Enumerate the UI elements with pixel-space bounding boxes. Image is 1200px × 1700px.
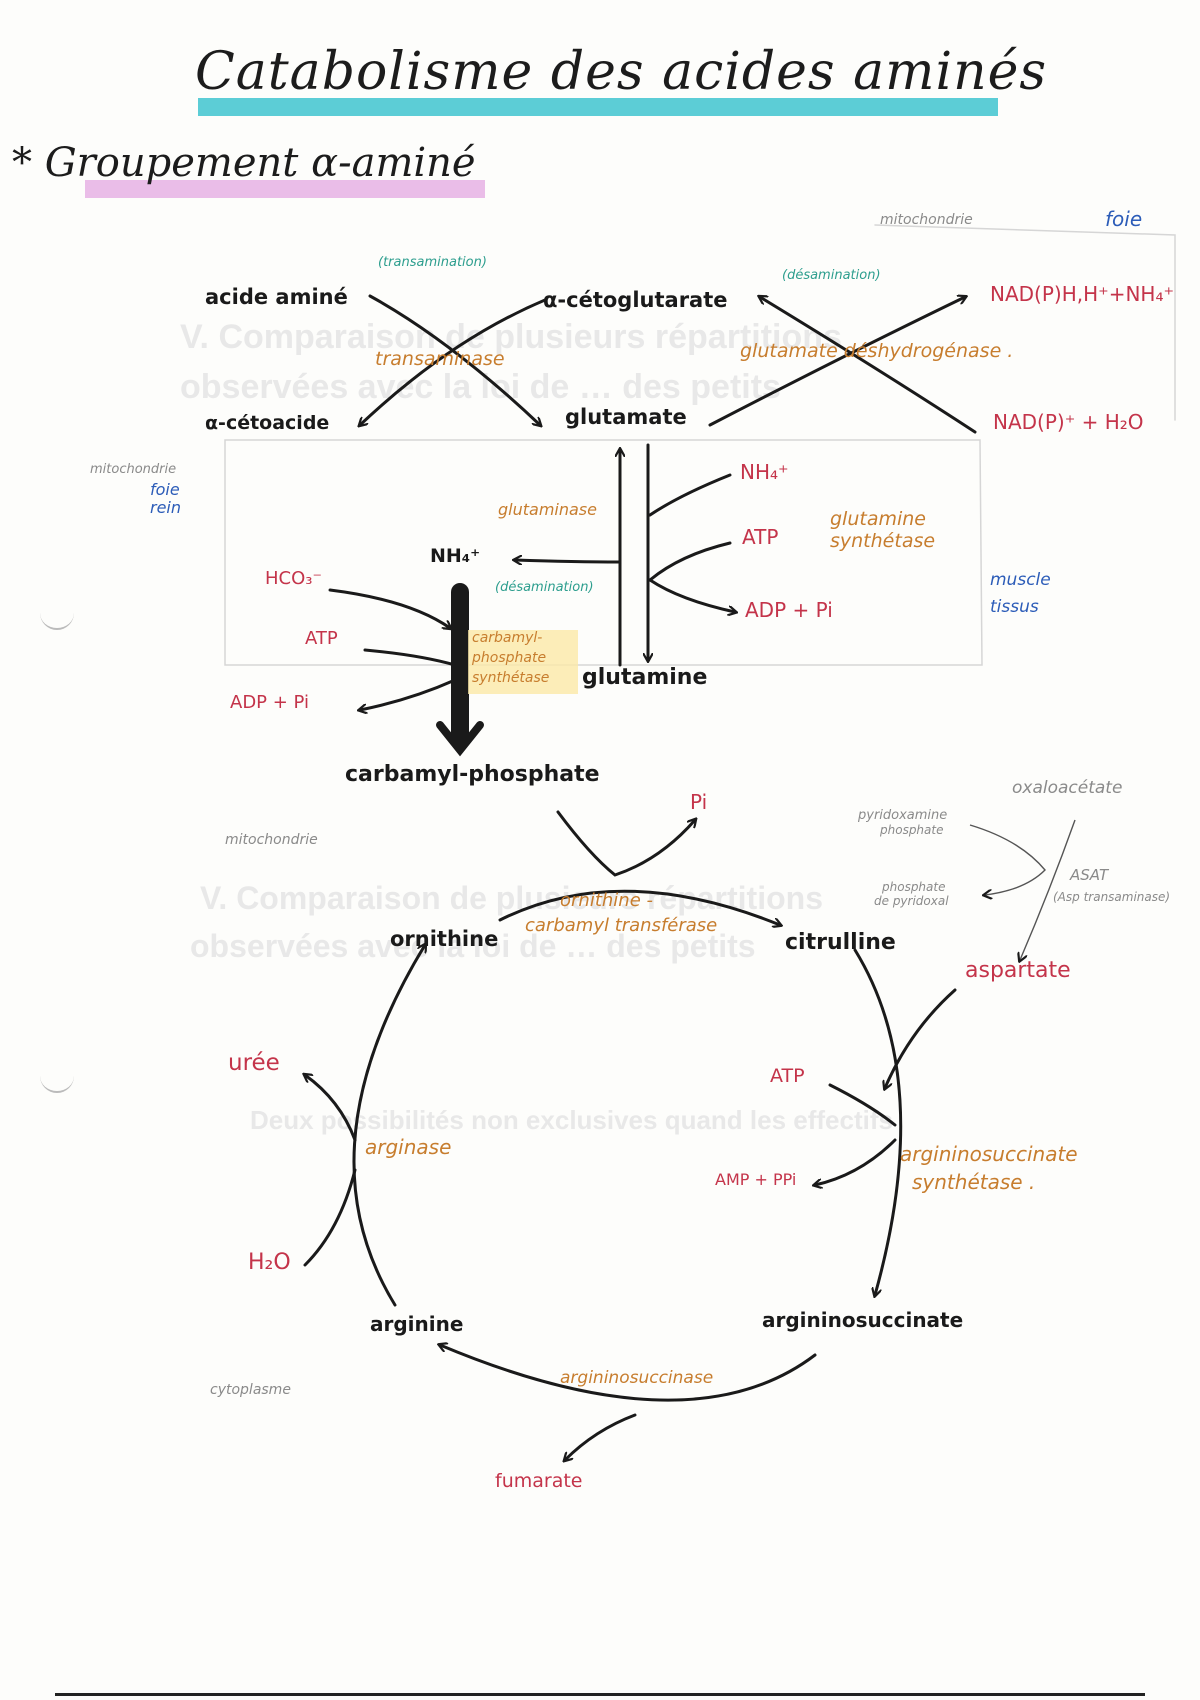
transamination-label: (transamination) [378, 255, 487, 270]
atp-substrate: ATP [305, 628, 338, 649]
title-highlight [198, 98, 998, 116]
cps-arrow-head [436, 721, 484, 757]
nadph-nh4-product: NAD(P)H,H⁺+NH₄⁺ [990, 282, 1175, 306]
asat-arrow [1020, 819, 1076, 960]
punch-hole [40, 612, 74, 630]
amp-ppi-product: AMP + PPi [715, 1170, 797, 1189]
otc-enzyme-line: ornithine - [560, 890, 653, 911]
glutamine: glutamine [582, 665, 708, 690]
fumarate-out-arrow [565, 1413, 637, 1460]
adp-out-arrow [360, 678, 457, 710]
alpha-cetoacide: α-cétoacide [205, 412, 330, 434]
atp-substrate: ATP [770, 1065, 805, 1087]
oxaloacetate: oxaloacétate [1012, 778, 1123, 798]
amp-out-arrow [815, 1138, 897, 1185]
nadp-h2o-substrate: NAD(P)⁺ + H₂O [993, 410, 1144, 434]
glutamate: glutamate [565, 405, 687, 429]
page-title: Catabolisme des acides aminés [195, 42, 1048, 102]
argininosuccinase-enzyme: argininosuccinase [560, 1368, 714, 1388]
enzyme-highlight [468, 630, 578, 694]
asat-enzyme: ASAT [1070, 866, 1109, 884]
arginine: arginine [370, 1312, 464, 1336]
foie-compartment-box [874, 224, 1176, 421]
adp-out-arrow [648, 578, 735, 612]
ornithine: ornithine [390, 927, 499, 951]
acide-amine: acide aminé [205, 285, 348, 309]
nh4-in-arrow [648, 473, 732, 517]
subtitle-highlight [85, 180, 485, 198]
alpha-cetoglutarate: α-cétoglutarate [543, 288, 728, 312]
glutamine-synthetase-enzyme: glutamine synthétase [830, 508, 936, 552]
hco3-in-arrow [328, 588, 450, 628]
atp-in-arrow [828, 1083, 897, 1127]
argininosuccinate-to-arginine-arrow [440, 1345, 817, 1402]
aspartate-in-arrow [885, 988, 957, 1088]
pyridoxal-line: phosphate [882, 880, 946, 894]
mitochondrie-label: mitochondrie [225, 832, 318, 848]
ass-enzyme-line: argininosuccinate [900, 1142, 1078, 1166]
atp-in-arrow [363, 648, 457, 667]
carbamyl-phosphate: carbamyl-phosphate [345, 762, 600, 787]
gdh-arrow [708, 297, 965, 427]
atp-substrate: ATP [742, 525, 779, 549]
tissus-label: tissus [990, 597, 1039, 617]
ass-enzyme-line: synthétase . [912, 1170, 1036, 1194]
cps-enzyme-line: carbamyl- [472, 630, 543, 646]
pyridoxal-line: de pyridoxal [874, 894, 949, 908]
bleed-text: V. Comparaison de plusieurs répartitions [200, 880, 823, 916]
adp-pi-product: ADP + Pi [230, 692, 310, 713]
citrulline-to-argininosuccinate-arrow [853, 948, 903, 1295]
foie-label: foie [150, 480, 180, 499]
asat-enzyme-full: (Asp transaminase) [1053, 890, 1171, 904]
desamination-label: (désamination) [782, 268, 881, 283]
glutaminase-enzyme: glutaminase [498, 500, 597, 519]
section-heading: * Groupement α-aminé [12, 140, 476, 186]
pi-product: Pi [690, 790, 708, 814]
rein-label: rein [150, 498, 182, 517]
h2o-substrate: H₂O [248, 1250, 291, 1275]
cytoplasme-label: cytoplasme [210, 1382, 291, 1398]
glutamate-deshydrogenase-enzyme: glutamate déshydrogénase . [740, 340, 1014, 362]
transaminase-enzyme: transaminase [375, 348, 505, 370]
h2o-in-arrow [303, 1168, 357, 1267]
mitochondrie-label: mitochondrie [880, 212, 973, 228]
gdh-arrow [760, 297, 977, 434]
mitochondrie-label: mitochondrie [90, 462, 177, 477]
muscle-compartment-box [224, 439, 983, 666]
muscle-label: muscle [990, 570, 1051, 590]
atp-in-arrow [648, 541, 732, 582]
cps-enzyme-line: phosphate [472, 650, 547, 666]
bleed-text: observées avec la loi de … des petits [180, 368, 781, 406]
cps-enzyme-line: synthétase [472, 670, 550, 686]
otc-enzyme-line: carbamyl transférase [525, 915, 718, 936]
hco3-substrate: HCO₃⁻ [265, 568, 322, 589]
bottom-rule [55, 1693, 1145, 1696]
argininosuccinate: argininosuccinate [762, 1308, 964, 1332]
punch-hole [40, 1075, 74, 1093]
foie-label: foie [1105, 207, 1143, 231]
nh4-product: NH₄⁺ [430, 545, 481, 567]
asat-arrow [969, 824, 1046, 895]
adp-pi-product: ADP + Pi [745, 598, 833, 622]
arginase-enzyme: arginase [365, 1135, 452, 1159]
pyridoxamine-line: pyridoxamine [858, 808, 948, 823]
fumarate-product: fumarate [495, 1470, 583, 1492]
desamination-label: (désamination) [495, 580, 594, 595]
aspartate-substrate: aspartate [965, 958, 1071, 983]
arginine-to-ornithine-arrow [352, 945, 425, 1307]
citrulline: citrulline [785, 930, 896, 955]
pyridoxamine-line: phosphate [880, 823, 944, 837]
ornithine-to-citrulline-arrow [498, 889, 780, 925]
transamination-arrow [360, 298, 547, 425]
bleed-text: V. Comparaison de plusieurs répartitions [180, 318, 842, 356]
nh4-out-arrow [515, 560, 622, 562]
uree-product: urée [228, 1050, 280, 1076]
bleed-text: observées avec la loi de … des petits [190, 928, 756, 964]
otc-arrow [556, 810, 695, 877]
uree-out-arrow [305, 1075, 357, 1142]
nh4-substrate: NH₄⁺ [740, 460, 789, 484]
